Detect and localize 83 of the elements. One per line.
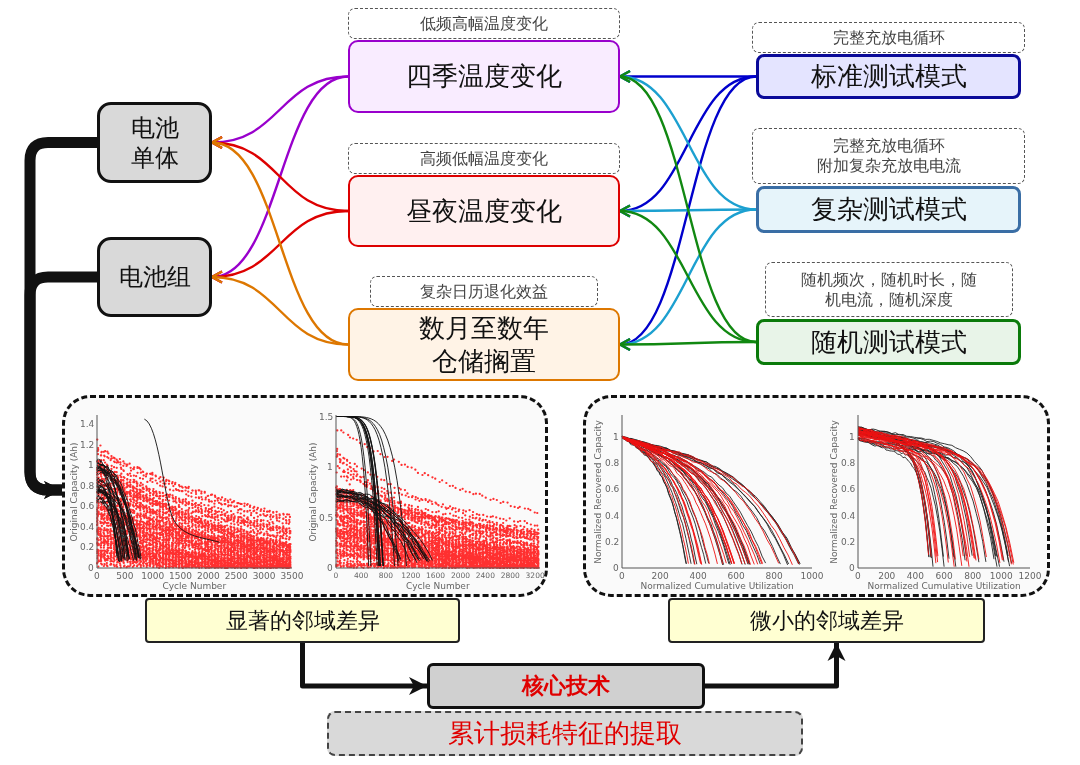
tick-label: 200: [878, 571, 896, 581]
note-box: 高频低幅温度变化: [348, 143, 620, 174]
tick-label: 1.5: [319, 411, 334, 422]
rounded-box: 电池组: [97, 237, 212, 317]
tick-label: 1.2: [80, 439, 95, 450]
tick-label: 0.4: [841, 510, 856, 521]
axis-title: Original Capacity (Ah): [68, 441, 79, 542]
note-box: 完整充放电循环: [752, 22, 1025, 53]
tick-label: 3000: [252, 571, 276, 581]
tick-label: 600: [935, 571, 953, 581]
tick-label: 1: [327, 462, 333, 472]
tick-label: 2000: [196, 571, 220, 581]
note-box: [765, 262, 1013, 317]
note-box: 低频高幅温度变化: [348, 8, 620, 39]
tick-label: 0.2: [841, 536, 856, 547]
rounded-box: 复杂测试模式: [756, 186, 1021, 233]
note-text: 完整充放电循环: [832, 136, 945, 156]
note-box: 复杂日历退化效益: [370, 276, 598, 307]
tick-label: 1000: [800, 571, 824, 581]
tick-label: 2500: [224, 571, 248, 581]
tick-label: 1: [849, 432, 855, 443]
chart-panel: [62, 395, 548, 597]
note-box: [752, 128, 1025, 184]
tick-label: 0.8: [605, 458, 620, 469]
tick-label: 0: [88, 563, 94, 573]
axis-title: Normalized Recovered Capacity: [592, 419, 603, 564]
rounded-box: 标准测试模式: [756, 54, 1021, 99]
tick-label: 800: [964, 571, 982, 581]
axis-title: Normalized Recovered Capacity: [828, 419, 839, 564]
note-box: 累计损耗特征的提取: [327, 711, 803, 756]
axis-title: Cycle Number: [406, 581, 470, 591]
rounded-box: 随机测试模式: [756, 319, 1021, 365]
tick-label: 800: [765, 571, 783, 581]
tick-label: 0.4: [80, 521, 95, 532]
tick-label: 0: [94, 571, 100, 581]
tick-label: 500: [116, 571, 134, 581]
tick-label: 0.8: [80, 480, 95, 491]
note-text: 数月至数年仓储搁置: [418, 312, 550, 377]
note-text: 电池单体: [129, 112, 180, 173]
axis-title: Original Capacity (Ah): [307, 441, 318, 542]
arrow: [24, 271, 97, 499]
tick-label: 1200: [1018, 571, 1042, 581]
tick-label: 0: [613, 563, 619, 573]
arrow: [300, 643, 427, 695]
tick-label: 0.5: [319, 512, 334, 523]
tick-label: 0.4: [605, 510, 620, 521]
chart-panel: [583, 395, 1050, 597]
axis-title: Normalized Cumulative Utilization: [867, 581, 1021, 591]
axis-title: Normalized Cumulative Utilization: [640, 581, 794, 591]
arrow: [210, 271, 349, 346]
tick-label: 400: [906, 571, 924, 581]
rounded-box: 显著的邻域差异: [145, 598, 460, 643]
tick-label: 0.2: [80, 542, 95, 553]
tick-label: 1: [88, 460, 94, 471]
tick-label: 1.4: [80, 419, 95, 430]
tick-label: 0: [855, 571, 861, 581]
note-text: 附加复杂充放电电流: [816, 156, 961, 176]
tick-label: 400: [689, 571, 707, 581]
tick-label: 3500: [280, 571, 304, 581]
rounded-box: 昼夜温度变化: [348, 175, 620, 247]
tick-label: 0: [619, 571, 625, 581]
note-text: 随机频次，随机时长，随机电流，随机深度: [800, 269, 978, 310]
rounded-box: [97, 102, 212, 183]
rounded-box: 微小的邻域差异: [668, 598, 985, 643]
tick-label: 0.6: [80, 501, 95, 512]
tick-label: 0.6: [605, 484, 620, 495]
tick-label: 0.8: [841, 458, 856, 469]
arrow: [705, 643, 846, 689]
tick-label: 0.2: [605, 536, 620, 547]
rounded-box: 核心技术: [427, 663, 705, 709]
tick-label: 1000: [141, 571, 165, 581]
tick-label: 1000: [989, 571, 1013, 581]
tick-label: 0.6: [841, 484, 856, 495]
tick-label: 600: [727, 571, 745, 581]
axis-title: Cycle Number: [162, 581, 227, 591]
rounded-box: [348, 308, 620, 381]
tick-label: 200: [651, 571, 669, 581]
rounded-box: 四季温度变化: [348, 40, 620, 113]
arrow: [618, 337, 756, 352]
tick-label: 1500: [169, 571, 192, 581]
tick-label: 0: [849, 563, 855, 573]
tick-label: 1: [613, 432, 619, 443]
tick-label: 0: [327, 563, 333, 573]
